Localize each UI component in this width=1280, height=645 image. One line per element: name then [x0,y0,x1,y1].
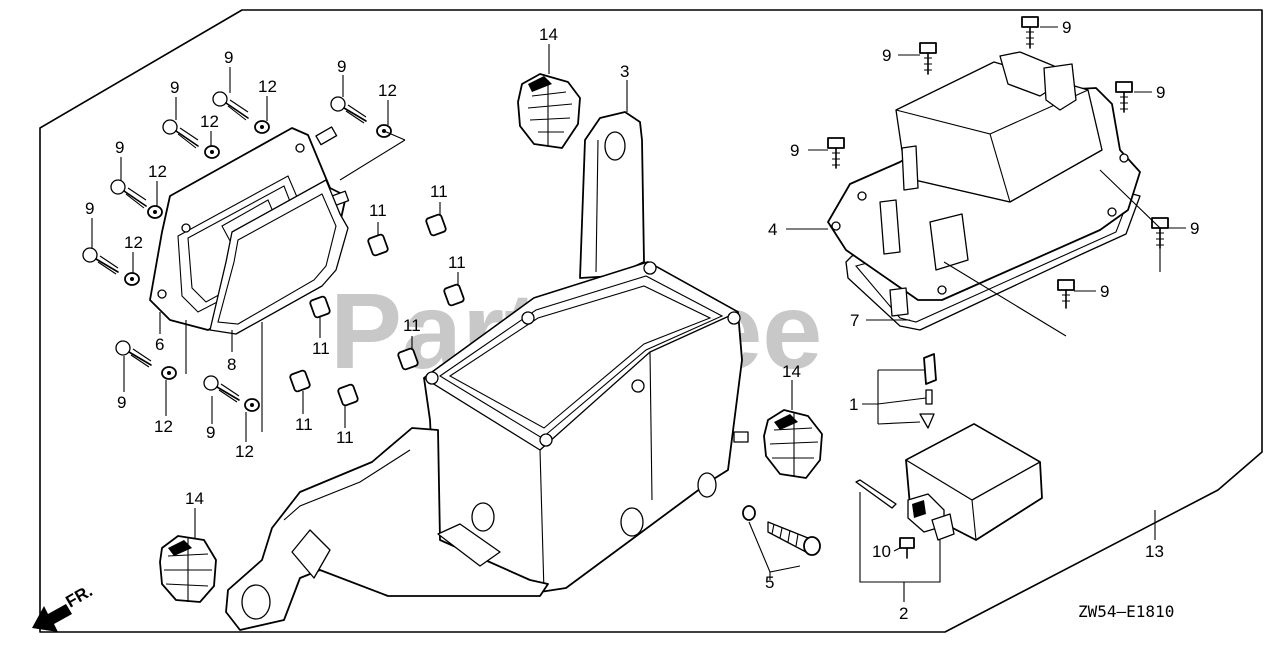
bolt-group-left [82,91,367,403]
washer-part-12 [161,366,177,380]
rubber-mount-part-14 [517,73,581,149]
washer-part-12 [147,205,163,219]
bolt-part-9 [919,42,937,75]
bolt-part-9 [203,375,240,403]
callout-11: 11 [312,339,330,358]
washer-group [124,120,392,412]
callout-12: 12 [124,233,143,252]
bolt-part-9 [827,137,845,169]
callout-11: 11 [430,182,448,201]
upper-cover-part-4 [827,51,1141,317]
callout-labels: 3 14 14 14 9 9 9 9 9 9 9 12 12 12 12 12 … [85,18,1199,623]
bolt-group-right [827,16,1169,309]
callout-9: 9 [1156,83,1165,102]
collar-group [289,213,465,407]
callout-9: 9 [337,57,346,76]
callout-11: 11 [448,253,466,272]
collar-part-11 [309,295,331,319]
callout-9: 9 [882,46,891,65]
screw-part-5 [742,505,821,556]
callout-5: 5 [765,573,774,592]
electrical-case-body [423,261,749,593]
rubber-mount-part-14 [159,535,217,603]
bolt-part-10 [899,537,915,559]
callout-8: 8 [227,355,236,374]
callout-12: 12 [378,81,397,100]
callout-9: 9 [224,48,233,67]
callout-9: 9 [790,141,799,160]
mounting-bracket-part-3 [579,111,645,279]
fuse-holder-part-1 [919,353,937,429]
front-direction-arrow: FR. [32,581,96,632]
callout-12: 12 [258,77,277,96]
assembly-outline [39,9,1263,633]
leader-lines [91,26,1186,602]
callout-9: 9 [117,393,126,412]
washer-part-12 [124,272,140,286]
collar-part-11 [443,283,465,307]
callout-7: 7 [850,311,859,330]
rubber-mount-part-14 [763,409,823,479]
bolt-part-9 [330,96,367,124]
callout-14: 14 [782,362,801,381]
callout-14: 14 [539,25,558,44]
bolt-part-9 [1021,16,1039,49]
callout-9: 9 [115,138,124,157]
callout-2: 2 [899,604,908,623]
callout-11: 11 [336,428,354,447]
bolt-part-9 [110,179,147,209]
diagram-code: ZW54—E1810 [1078,602,1174,621]
bolt-part-9 [82,247,119,275]
lower-arm-bracket [225,427,549,631]
callout-1: 1 [849,395,858,414]
bolt-part-9 [115,340,152,368]
collar-part-11 [367,233,389,257]
gasket-part-8 [209,179,349,335]
washer-part-12 [254,120,270,134]
collar-part-11 [289,369,311,393]
collar-part-11 [397,347,419,371]
callout-12: 12 [154,417,173,436]
callout-9: 9 [206,423,215,442]
callout-3: 3 [620,62,629,81]
callout-9: 9 [170,78,179,97]
callout-9: 9 [1062,18,1071,37]
collar-part-11 [425,213,447,237]
callout-12: 12 [148,162,167,181]
callout-11: 11 [369,201,387,220]
callout-9: 9 [1100,282,1109,301]
washer-part-12 [204,145,220,159]
relay-box-part-2 [855,423,1043,541]
callout-12: 12 [235,442,254,461]
callout-12: 12 [200,112,219,131]
bolt-part-9 [212,91,249,121]
bolt-part-9 [1115,81,1133,113]
bolt-part-9 [1057,279,1075,309]
bolt-part-9 [162,119,199,149]
callout-4: 4 [768,220,777,239]
callout-14: 14 [185,489,204,508]
callout-10: 10 [872,542,891,561]
callout-9: 9 [1190,219,1199,238]
callout-9: 9 [85,199,94,218]
washer-part-12 [244,398,260,412]
callout-11: 11 [295,415,313,434]
collar-part-11 [337,383,359,407]
callout-13: 13 [1145,542,1164,561]
callout-6: 6 [155,335,164,354]
callout-11: 11 [403,316,421,335]
